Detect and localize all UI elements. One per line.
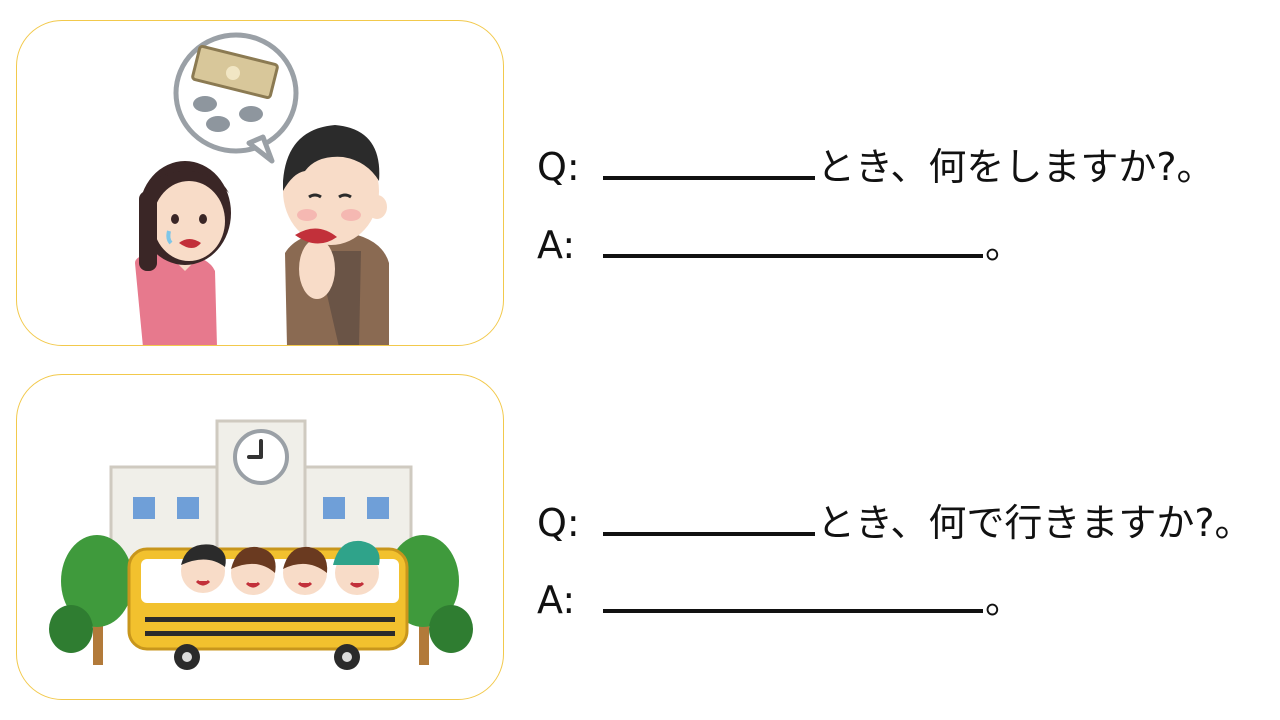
answer-blank[interactable] — [603, 176, 815, 180]
question-prefix: Q: — [537, 145, 580, 189]
coin-icon — [193, 96, 217, 112]
answer-blank[interactable] — [603, 609, 983, 613]
man-figure — [283, 125, 389, 345]
school-bus-illustration — [49, 419, 473, 670]
answer-blank[interactable] — [603, 532, 815, 536]
answer-prefix: A: — [537, 223, 576, 267]
tree-left — [49, 535, 133, 665]
exercise2-answer: A: 。 — [537, 569, 1023, 624]
money-trouble-illustration-card — [16, 20, 504, 346]
answer-blank[interactable] — [603, 254, 983, 258]
question-prefix: Q: — [537, 501, 580, 545]
exercise1-answer: A: 。 — [537, 214, 1023, 269]
thought-bubble — [173, 32, 299, 164]
answer-text: 。 — [985, 223, 1024, 267]
child-faces — [181, 540, 380, 595]
question-text: とき、何で行きますか?。 — [817, 501, 1253, 545]
answer-prefix: A: — [537, 578, 576, 622]
question-text: とき、何をしますか?。 — [817, 145, 1215, 189]
woman-figure — [135, 161, 231, 345]
school-bus — [127, 540, 409, 670]
answer-text: 。 — [985, 578, 1024, 622]
money-trouble-illustration — [135, 32, 389, 345]
exercise2-question: Q: とき、何で行きますか?。 — [537, 492, 1253, 547]
exercise1-question: Q: とき、何をしますか?。 — [537, 136, 1215, 191]
school-bus-illustration-card — [16, 374, 504, 700]
